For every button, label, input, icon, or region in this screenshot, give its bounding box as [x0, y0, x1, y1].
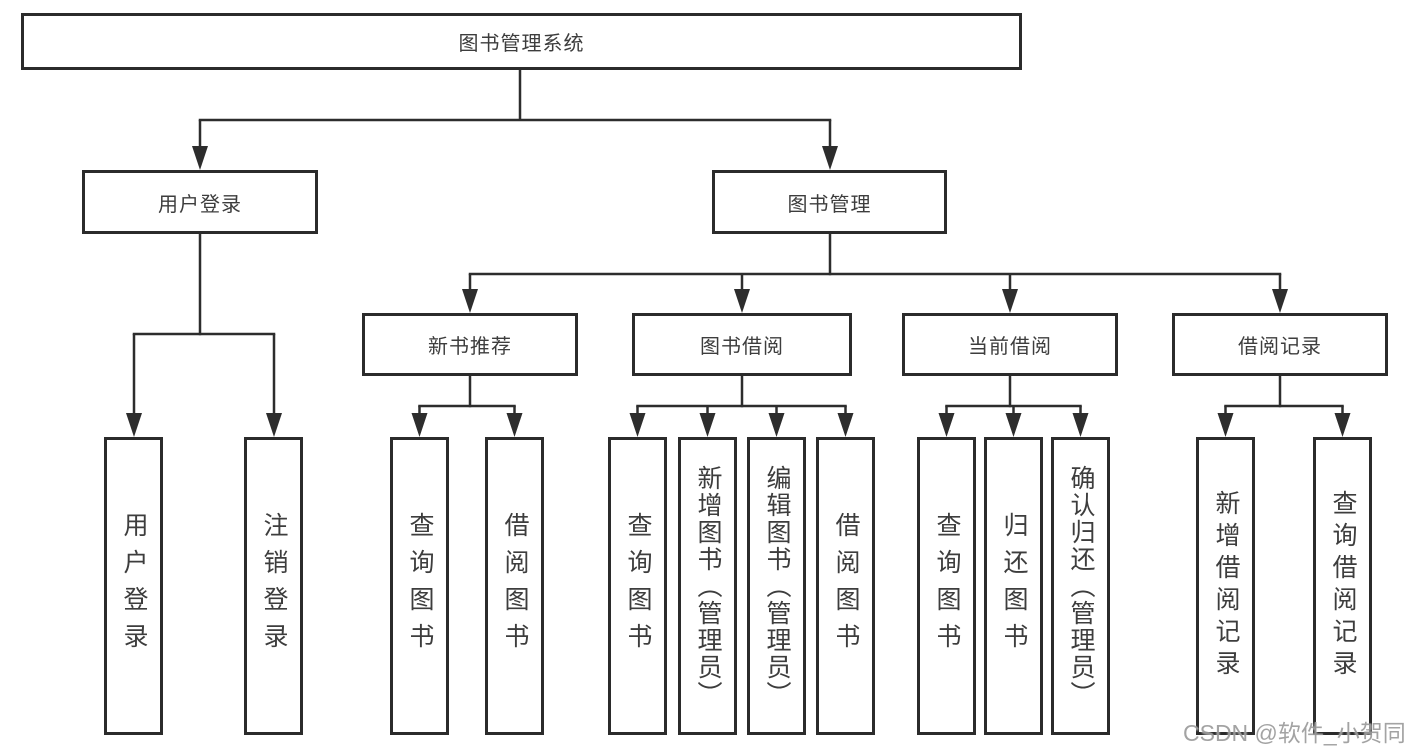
leaf-borrow-borrow-books-label: 借阅图书 [832, 512, 860, 660]
leaf-add-books-admin: 新增图书（管理员） [678, 437, 737, 735]
leaf-borrow-borrow-books: 借阅图书 [816, 437, 875, 735]
leaf-recommend-query-books-label: 查询图书 [406, 512, 434, 660]
leaf-confirm-return-admin: 确认归还（管理员） [1051, 437, 1110, 735]
leaf-recommend-borrow-books-label: 借阅图书 [501, 512, 529, 660]
leaf-logout: 注销登录 [244, 437, 303, 735]
leaf-recommend-borrow-books: 借阅图书 [485, 437, 544, 735]
leaf-borrow-query-books: 查询图书 [608, 437, 667, 735]
node-user-login-label: 用户登录 [158, 193, 242, 216]
node-book-borrow: 图书借阅 [632, 313, 852, 376]
node-current-borrow-label: 当前借阅 [968, 336, 1052, 358]
leaf-borrow-query-books-label: 查询图书 [624, 512, 652, 660]
leaf-edit-books-admin-label: 编辑图书（管理员） [763, 464, 791, 708]
node-new-book-recommend: 新书推荐 [362, 313, 578, 376]
leaf-current-query-books: 查询图书 [917, 437, 976, 735]
leaf-query-borrow-record-label: 查询借阅记录 [1329, 490, 1357, 682]
leaf-user-login: 用户登录 [104, 437, 163, 735]
node-book-management-label: 图书管理 [787, 193, 872, 216]
leaf-return-books: 归还图书 [984, 437, 1043, 735]
leaf-user-login-label: 用户登录 [120, 512, 148, 660]
node-book-management: 图书管理 [712, 170, 947, 234]
leaf-add-books-admin-label: 新增图书（管理员） [694, 464, 722, 708]
leaf-edit-books-admin: 编辑图书（管理员） [747, 437, 806, 735]
leaf-logout-label: 注销登录 [260, 512, 288, 660]
leaf-confirm-return-admin-label: 确认归还（管理员） [1067, 464, 1095, 708]
leaf-query-borrow-record: 查询借阅记录 [1313, 437, 1372, 735]
node-new-book-recommend-label: 新书推荐 [428, 336, 512, 358]
leaf-add-borrow-record-label: 新增借阅记录 [1212, 490, 1240, 682]
csdn-watermark: CSDN @软件_小贺同学 [1183, 720, 1405, 746]
node-user-login: 用户登录 [82, 170, 318, 234]
leaf-return-books-label: 归还图书 [1000, 512, 1028, 660]
node-borrow-records-label: 借阅记录 [1238, 336, 1322, 358]
leaf-add-borrow-record: 新增借阅记录 [1196, 437, 1255, 735]
node-current-borrow: 当前借阅 [902, 313, 1118, 376]
leaf-recommend-query-books: 查询图书 [390, 437, 449, 735]
leaf-current-query-books-label: 查询图书 [933, 512, 961, 660]
node-book-borrow-label: 图书借阅 [700, 336, 784, 358]
node-root: 图书管理系统 [21, 13, 1022, 70]
node-borrow-records: 借阅记录 [1172, 313, 1388, 376]
node-root-label: 图书管理系统 [458, 33, 585, 55]
